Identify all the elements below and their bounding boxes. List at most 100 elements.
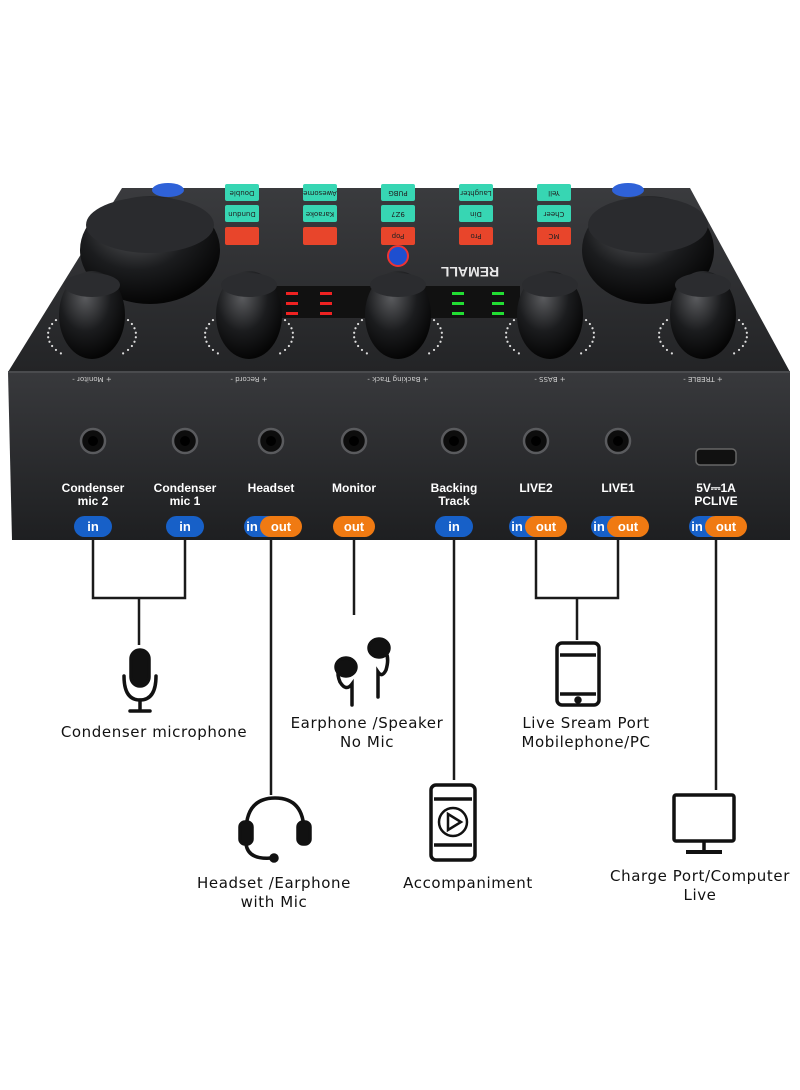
in-badge-text: in [246,519,258,534]
usb-port[interactable] [695,448,737,466]
effect-button-mid-label: Cheer [543,210,564,218]
headset-icon [238,796,312,863]
microphone-icon [122,648,158,713]
knob-label: + BASS - [534,375,566,383]
in-badge-text: in [179,519,191,534]
in-badge-text: in [87,519,99,534]
port-label-1: LIVE1 [601,481,635,495]
effect-button-bottom-label: MC [548,232,559,240]
connection-lines [91,540,718,795]
in-badge-text: in [448,519,460,534]
out-badge-text: out [716,519,737,534]
port-label-1: Backing [431,481,478,495]
out-badge [705,516,747,537]
headset-label-2: with Mic [241,893,308,911]
earphone-icon [334,637,391,707]
mobile-label-1: Live Sream Port [522,714,649,732]
port-label-1: LIVE2 [519,481,553,495]
port-label-1: Monitor [332,481,376,495]
port-label-1: Condenser [62,481,125,495]
power-icon[interactable] [387,245,409,267]
screw-left [152,183,184,197]
large-knob-left[interactable] [80,196,220,304]
headset-label-1: Headset /Earphone [197,874,351,892]
effect-button-mid-label: Din [470,210,482,218]
knob-label: + Record - [230,375,268,383]
computer-label-2: Live [683,886,716,904]
mobile-phone-icon [555,641,601,707]
large-knob-right[interactable] [582,196,714,304]
monitor-icon [672,793,736,854]
line-live-ports [534,540,620,600]
port-label-2: mic 1 [170,494,201,508]
in-badge-text: in [511,519,523,534]
earphone-label-2: No Mic [340,733,394,751]
knob-label: + Backing Track - [367,375,429,383]
effect-button-bottom-label: Pro [470,232,481,240]
effect-button-mid-label: Karaoke [306,210,334,218]
knob-label: + TREBLE - [683,375,723,383]
effect-button-mid-label: Dundun [228,210,256,218]
effect-button-top-label: Yell [548,189,561,197]
out-badge-text: out [536,519,557,534]
in-badge-text: in [593,519,605,534]
small-knobs: + Monitor - + Record - + Backing Track - + … [47,271,748,383]
computer-label-1: Charge Port/Computer [610,867,790,885]
port-label-2: PCLIVE [694,494,737,508]
play-phone-icon [429,783,477,862]
out-badge [525,516,567,537]
knob-3[interactable]: + Backing Track - [353,271,443,383]
accompaniment-label: Accompaniment [403,874,533,892]
knob-5[interactable]: + TREBLE - [658,271,748,383]
sound-card-front [8,372,790,540]
out-badge-text: out [344,519,365,534]
effect-button-top-label: Double [230,189,255,197]
effect-button-top-label: PUBG [388,189,407,197]
effect-button-bottom-label: Pop [391,232,404,240]
port-label-1: Headset [248,481,295,495]
effect-button-mid-label: 9Z7 [391,210,405,218]
port-4: Monitor out [332,427,376,537]
in-badge [166,516,204,537]
port-label-1: 5V⎓1A [696,481,736,495]
knob-1[interactable]: + Monitor - [47,271,137,383]
mobile-label-2: Mobilephone/PC [521,733,650,751]
in-badge-text: in [691,519,703,534]
brand-logo: REMALL [440,264,499,280]
out-badge [333,516,375,537]
in-badge [74,516,112,537]
out-badge-text: out [618,519,639,534]
earphone-label-1: Earphone /Speaker [291,714,444,732]
port-label-2: mic 2 [78,494,109,508]
line-condenser-mics [91,540,187,600]
port-label-1: Condenser [154,481,217,495]
effect-button-top-label: Awesome [303,189,337,197]
port-label-2: Track [438,494,470,508]
condenser-label: Condenser microphone [61,723,247,741]
knob-2[interactable]: + Record - [204,271,294,383]
screw-right [612,183,644,197]
in-badge [435,516,473,537]
effect-button-top-label: Laughter [460,189,492,197]
out-badge [260,516,302,537]
knob-label: + Monitor - [72,375,112,383]
out-badge [607,516,649,537]
knob-4[interactable]: + BASS - [505,271,595,383]
out-badge-text: out [271,519,292,534]
